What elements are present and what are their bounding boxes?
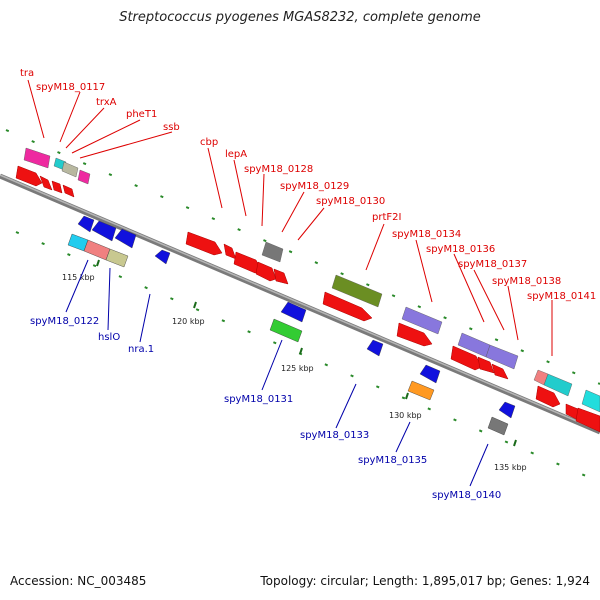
gene-label[interactable]: nra.1	[128, 344, 154, 355]
gene-label[interactable]: cbp	[200, 137, 218, 148]
gene-box[interactable]	[105, 248, 129, 268]
gene-label[interactable]: spyM18_0129	[280, 181, 349, 192]
gene-label[interactable]: spyM18_0130	[316, 196, 385, 207]
gene-label[interactable]: prtF2I	[372, 212, 401, 223]
gene-label[interactable]: spyM18_0137	[458, 259, 527, 270]
tick-label: 115 kbp	[62, 273, 95, 282]
tick-label: 130 kbp	[389, 411, 422, 420]
gene-label[interactable]: hslO	[98, 332, 120, 343]
gene-box[interactable]	[23, 147, 51, 169]
gene-label[interactable]: pheT1	[126, 109, 157, 120]
gene-arrow[interactable]	[62, 184, 75, 198]
gene-label[interactable]: spyM18_0128	[244, 164, 313, 175]
accession-text: Accession: NC_003485	[10, 574, 147, 588]
gene-arrow[interactable]	[498, 401, 516, 419]
gene-box[interactable]	[401, 306, 443, 335]
gene-arrow[interactable]	[273, 268, 289, 285]
gene-arrow[interactable]	[535, 385, 561, 408]
gene-label[interactable]: tra	[20, 68, 34, 79]
gene-label[interactable]: spyM18_0141	[527, 291, 596, 302]
gene-label[interactable]: spyM18_0136	[426, 244, 495, 255]
gene-arrow[interactable]	[450, 345, 483, 371]
gene-arrow[interactable]	[280, 301, 307, 323]
gene-labels-above: tra spyM18_0117 trxA pheT1 ssb cbp lepA …	[20, 68, 596, 302]
gene-box[interactable]	[61, 161, 79, 178]
gene-label[interactable]: spyM18_0134	[392, 229, 461, 240]
backbone-highlight	[0, 174, 600, 432]
gene-arrow[interactable]	[322, 291, 373, 322]
forward-genes	[15, 165, 600, 433]
gene-arrow[interactable]	[223, 243, 237, 260]
gene-label[interactable]: spyM18_0122	[30, 316, 99, 327]
upper-genes	[23, 147, 600, 413]
gene-label[interactable]: spyM18_0140	[432, 490, 501, 501]
gene-box[interactable]	[331, 274, 383, 308]
gene-box[interactable]	[581, 389, 600, 413]
gene-arrow[interactable]	[366, 339, 384, 357]
gene-arrow[interactable]	[491, 363, 509, 380]
gene-label[interactable]: lepA	[225, 149, 247, 160]
gene-arrow[interactable]	[91, 220, 117, 242]
gene-label[interactable]: trxA	[96, 97, 117, 108]
gene-box[interactable]	[407, 380, 435, 401]
gene-arrow[interactable]	[39, 175, 53, 191]
label-leaders-below	[65, 259, 489, 487]
gene-arrow[interactable]	[114, 228, 137, 249]
gene-label[interactable]: ssb	[163, 122, 180, 133]
tick-label: 120 kbp	[172, 317, 205, 326]
gene-box[interactable]	[77, 169, 91, 185]
gene-box[interactable]	[485, 344, 519, 370]
gene-arrow[interactable]	[185, 231, 223, 256]
gene-box[interactable]	[83, 239, 111, 261]
label-leaders-above	[27, 79, 553, 356]
genome-summary: Topology: circular; Length: 1,895,017 bp…	[260, 574, 590, 588]
gene-arrow[interactable]	[477, 356, 495, 374]
reverse-genes	[67, 215, 516, 436]
scale-labels: 115 kbp 120 kbp 125 kbp 130 kbp 135 kbp	[62, 273, 527, 472]
gene-box[interactable]	[487, 416, 509, 436]
gene-arrow[interactable]	[51, 180, 63, 194]
gene-box[interactable]	[543, 373, 573, 397]
tick-label: 135 kbp	[494, 463, 527, 472]
gene-arrow[interactable]	[396, 322, 433, 347]
gene-arrow[interactable]	[419, 364, 441, 384]
gene-label[interactable]: spyM18_0138	[492, 276, 561, 287]
gene-box[interactable]	[269, 318, 303, 343]
gene-arrow[interactable]	[77, 215, 95, 233]
gene-box[interactable]	[261, 241, 284, 263]
gene-arrow[interactable]	[255, 261, 277, 282]
gene-label[interactable]: spyM18_0131	[224, 394, 293, 405]
map-title: Streptococcus pyogenes MGAS8232, complet…	[119, 10, 481, 25]
tick-marks	[96, 259, 517, 447]
gene-label[interactable]: spyM18_0135	[358, 455, 427, 466]
gene-arrow[interactable]	[15, 165, 43, 187]
tick-label: 125 kbp	[281, 364, 314, 373]
gene-labels-below: spyM18_0122 hslO nra.1 spyM18_0131 spyM1…	[30, 316, 501, 501]
gene-arrow[interactable]	[575, 407, 600, 433]
gene-arrow[interactable]	[154, 249, 171, 265]
gene-label[interactable]: spyM18_0133	[300, 430, 369, 441]
genome-backbone	[0, 173, 600, 435]
gene-label[interactable]: spyM18_0117	[36, 82, 105, 93]
